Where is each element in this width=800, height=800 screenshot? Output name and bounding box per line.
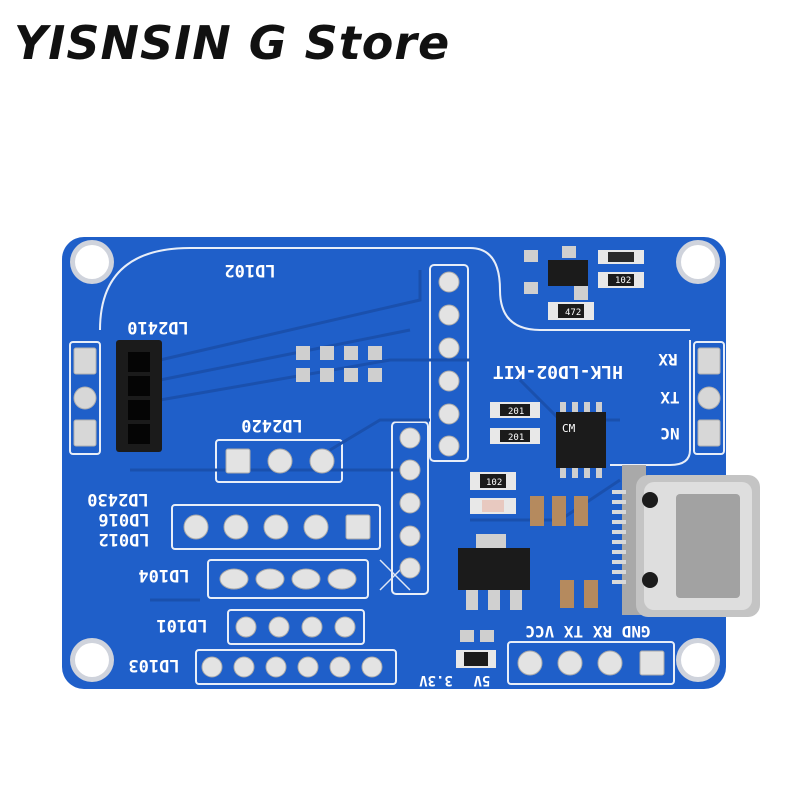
ld103-pins (201, 656, 383, 678)
marking-102b: 102 (486, 478, 502, 488)
label-ld103: LD103 (128, 655, 179, 675)
label-pin-rx: RX (658, 350, 678, 369)
ld2430-pins (183, 514, 371, 540)
marking-201a: 201 (508, 407, 524, 417)
voltage-regulator (458, 534, 530, 610)
label-module-name: HLK-LD02-KIT (493, 361, 623, 382)
marking-chip: CM (562, 422, 576, 435)
label-ld102: LD102 (224, 260, 275, 280)
label-3v3: 3.3V (419, 672, 453, 688)
silkscreen-labels: HLK-LD02-KIT LD102 LD2410 LD2420 LD2430 … (87, 260, 679, 688)
left-edge-pads (73, 347, 97, 447)
label-ld101: LD101 (156, 615, 207, 635)
label-pin-nc: NC (660, 424, 679, 443)
ld101-pins (235, 616, 356, 638)
label-ld2420: LD2420 (241, 415, 302, 435)
marking-102: 102 (615, 276, 631, 286)
right-edge-pads (697, 347, 721, 447)
main-header-pins (517, 650, 665, 676)
label-pin-tx: TX (660, 388, 680, 407)
top-right-components (524, 246, 644, 320)
ld2410-connector (116, 340, 162, 452)
mounting-holes (70, 240, 720, 682)
bottom-smd (456, 630, 496, 668)
capacitors (530, 496, 598, 608)
ld2420-pins (225, 448, 335, 474)
marking-472: 472 (565, 308, 581, 318)
silkscreen-outlines (69, 247, 725, 685)
uart-chip (556, 402, 606, 478)
ld104-pins (219, 568, 357, 590)
status-led (470, 472, 516, 514)
smd-pad-grid (296, 346, 382, 382)
label-header-pins: GND RX TX VCC (525, 622, 650, 641)
label-ld2410: LD2410 (127, 317, 188, 337)
usb-c-connector (612, 465, 760, 617)
component-markings: 102 472 201 201 102 CM (486, 276, 631, 488)
marking-201b: 201 (508, 433, 524, 443)
label-5v: 5V (473, 672, 490, 688)
vertical-pin-column-middle (399, 427, 421, 579)
label-ld2430: LD2430 (87, 489, 148, 509)
resistors-201 (490, 402, 540, 444)
label-ld012: LD012 (98, 529, 149, 549)
label-ld016: LD016 (98, 509, 149, 529)
vertical-pin-column-top (438, 271, 460, 457)
store-title: YISNSIN G Store (14, 16, 451, 70)
label-ld104: LD104 (138, 565, 189, 585)
